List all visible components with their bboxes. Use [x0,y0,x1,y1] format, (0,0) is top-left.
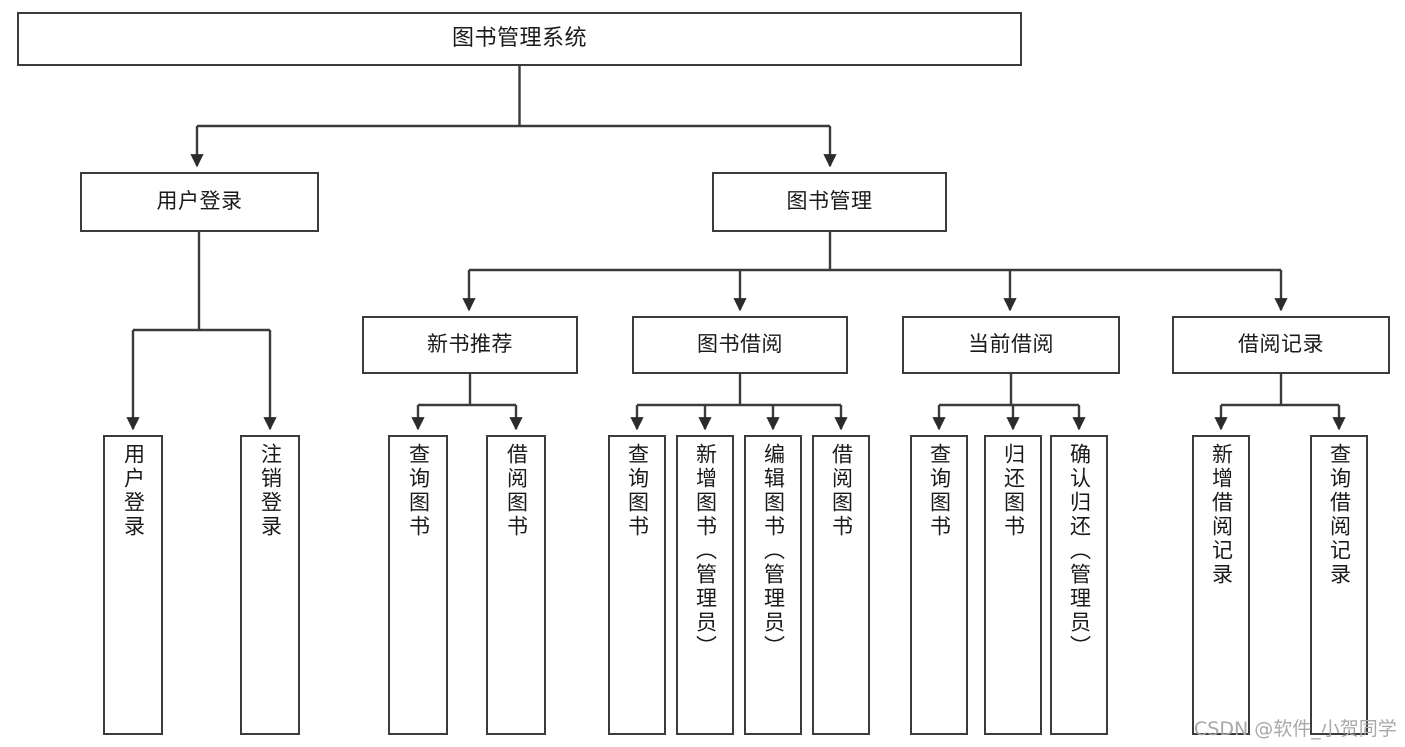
node-current-borrow[interactable]: 当前借阅 [902,316,1120,374]
node-leaf-query-book-1-label: 查询图书 [406,443,431,539]
node-new-book-rec-label: 新书推荐 [427,332,513,357]
node-user-login[interactable]: 用户登录 [80,172,319,232]
node-leaf-logout-label: 注销登录 [258,443,283,539]
node-leaf-borrow-book-2[interactable]: 借阅图书 [812,435,870,735]
node-leaf-return-book-label: 归还图书 [1001,443,1026,539]
node-book-manage-label: 图书管理 [786,189,873,214]
node-book-manage[interactable]: 图书管理 [712,172,947,232]
node-leaf-confirm-return-label: 确认归还（管理员） [1067,443,1092,659]
node-leaf-query-book-3-label: 查询图书 [927,443,952,539]
node-leaf-query-book-3[interactable]: 查询图书 [910,435,968,735]
node-leaf-borrow-book-1-label: 借阅图书 [504,443,529,539]
node-current-borrow-label: 当前借阅 [968,332,1054,357]
node-root-label: 图书管理系统 [451,25,587,51]
node-leaf-return-book[interactable]: 归还图书 [984,435,1042,735]
node-leaf-add-record[interactable]: 新增借阅记录 [1192,435,1250,735]
node-user-login-label: 用户登录 [156,189,243,214]
node-leaf-query-record[interactable]: 查询借阅记录 [1310,435,1368,735]
node-leaf-add-book[interactable]: 新增图书（管理员） [676,435,734,735]
node-leaf-user-login-label: 用户登录 [121,443,146,539]
node-borrow-record[interactable]: 借阅记录 [1172,316,1390,374]
node-leaf-edit-book[interactable]: 编辑图书（管理员） [744,435,802,735]
csdn-watermark: CSDN @软件_小贺同学 [1194,718,1397,740]
node-book-borrow-label: 图书借阅 [697,332,783,357]
node-new-book-rec[interactable]: 新书推荐 [362,316,578,374]
node-leaf-edit-book-label: 编辑图书（管理员） [761,443,786,659]
node-leaf-confirm-return[interactable]: 确认归还（管理员） [1050,435,1108,735]
node-leaf-user-login[interactable]: 用户登录 [103,435,163,735]
node-leaf-borrow-book-1[interactable]: 借阅图书 [486,435,546,735]
node-root[interactable]: 图书管理系统 [17,12,1022,66]
node-leaf-query-record-label: 查询借阅记录 [1327,443,1352,587]
node-leaf-add-book-label: 新增图书（管理员） [693,443,718,659]
node-leaf-query-book-2-label: 查询图书 [625,443,650,539]
node-leaf-query-book-1[interactable]: 查询图书 [388,435,448,735]
node-leaf-borrow-book-2-label: 借阅图书 [829,443,854,539]
node-leaf-add-record-label: 新增借阅记录 [1209,443,1234,587]
node-book-borrow[interactable]: 图书借阅 [632,316,848,374]
node-leaf-query-book-2[interactable]: 查询图书 [608,435,666,735]
node-leaf-logout[interactable]: 注销登录 [240,435,300,735]
node-borrow-record-label: 借阅记录 [1238,332,1324,357]
